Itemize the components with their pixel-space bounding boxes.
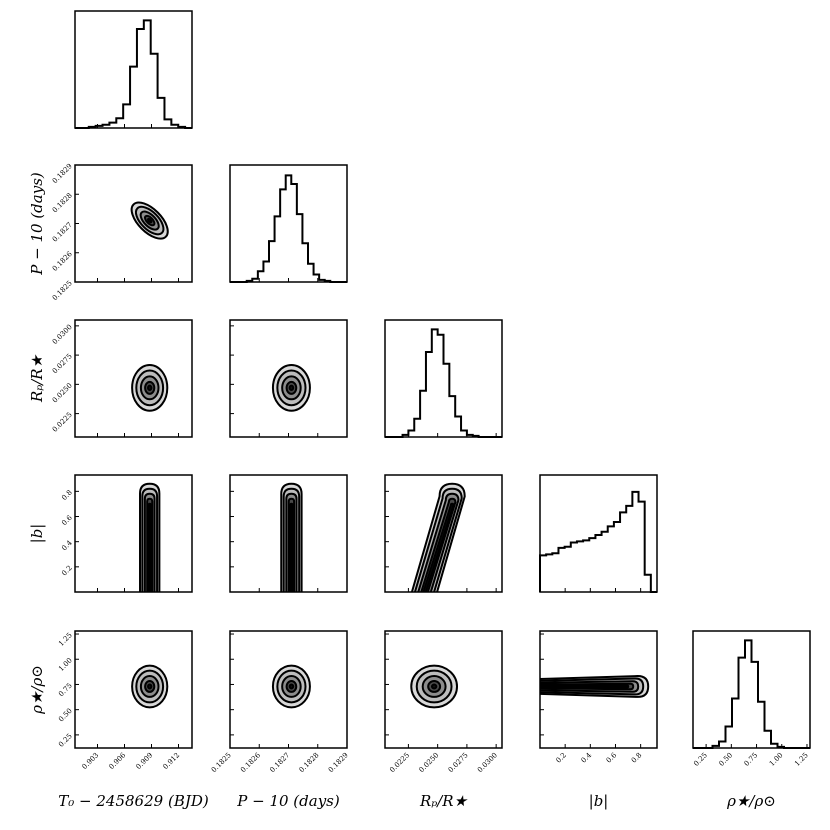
panel-frame — [74, 630, 193, 749]
x-tick-label: 0.1829 — [327, 751, 350, 774]
x-tick-label: 0.2 — [554, 751, 568, 765]
hist-panel-p — [229, 164, 348, 283]
contour-panel-rp-b — [384, 474, 503, 593]
panel-frame — [692, 630, 811, 749]
contour-level — [540, 684, 630, 689]
histogram-b — [539, 490, 657, 593]
y-tick-label: 0.1829 — [51, 162, 74, 185]
contour-level — [289, 502, 294, 592]
y-tick-label: 0.75 — [57, 682, 74, 699]
y-tick-label: 0.0225 — [51, 411, 74, 434]
y-tick-label: 0.1828 — [51, 191, 74, 214]
x-tick-label: 0.0225 — [388, 751, 411, 774]
contour-level — [147, 683, 153, 690]
histogram-p — [230, 174, 347, 283]
contour-panel-p-rp — [229, 319, 348, 438]
y-axis-label-b: |b| — [28, 524, 46, 544]
x-tick-label: 0.0300 — [476, 751, 499, 774]
x-axis-label-t0: T₀ − 2458629 (BJD) — [58, 792, 209, 810]
hist-panel-rp — [384, 319, 503, 438]
hist-panel-rho — [692, 630, 811, 749]
contour-level — [430, 683, 438, 690]
y-tick-label: 0.2 — [60, 564, 74, 578]
panel-frame — [539, 630, 658, 749]
y-tick-label: 1.00 — [57, 656, 74, 673]
x-tick-label: 0.1826 — [239, 751, 262, 774]
contour-level — [288, 683, 295, 690]
contour-level — [288, 384, 295, 392]
y-tick-label: 0.1827 — [51, 221, 74, 244]
panel-frame — [74, 474, 193, 593]
y-axis-label-rho: ρ★/ρ⊙ — [28, 665, 46, 715]
x-tick-label: 0.912 — [161, 751, 181, 771]
y-tick-label: 0.8 — [60, 489, 74, 503]
x-tick-label: 0.6 — [605, 751, 619, 765]
y-tick-label: 0.0275 — [51, 352, 74, 375]
x-tick-label: 0.1828 — [298, 751, 321, 774]
y-tick-label: 0.4 — [60, 538, 74, 552]
x-tick-label: 0.50 — [717, 751, 734, 768]
panel-frame — [384, 319, 503, 438]
contour-level — [147, 502, 152, 592]
contour-panel-p-b — [229, 474, 348, 593]
y-axis-label-rp: Rₚ/R★ — [28, 353, 46, 403]
histogram-rho — [693, 639, 810, 749]
x-axis-label-b: |b| — [589, 792, 609, 810]
x-tick-label: 0.75 — [743, 751, 760, 768]
x-tick-label: 0.0275 — [447, 751, 470, 774]
x-tick-label: 0.8 — [630, 751, 644, 765]
x-tick-label: 0.906 — [107, 751, 127, 771]
contour-panel-rp-rho — [384, 630, 503, 749]
x-tick-label: 0.909 — [134, 751, 154, 771]
panel-frame — [74, 10, 193, 129]
contour-panel-b-rho — [539, 630, 658, 749]
contour-panel-t0-rho — [74, 630, 193, 749]
x-tick-label: 1.00 — [768, 751, 785, 768]
contour-panel-t0-rp — [74, 319, 193, 438]
y-tick-label: 0.1825 — [51, 279, 74, 302]
contour-level — [146, 217, 153, 224]
x-tick-label: 1.25 — [793, 751, 810, 768]
panel-frame — [539, 474, 658, 593]
contour-panel-t0-b — [74, 474, 193, 593]
y-tick-label: 0.1826 — [51, 250, 74, 273]
y-tick-label: 0.50 — [57, 707, 74, 724]
panel-frame — [74, 319, 193, 438]
histogram-t0 — [75, 19, 192, 129]
y-axis-label-p: P − 10 (days) — [28, 172, 46, 276]
y-tick-label: 0.25 — [57, 732, 74, 749]
x-tick-label: 0.903 — [80, 751, 100, 771]
panel-frame — [74, 164, 193, 283]
panel-frame — [229, 164, 348, 283]
contour-level — [147, 384, 153, 392]
hist-panel-t0 — [74, 10, 193, 129]
panel-frame — [384, 474, 503, 593]
x-tick-label: 0.25 — [692, 751, 709, 768]
panel-frame — [384, 630, 503, 749]
contour-panel-t0-p — [74, 164, 193, 283]
y-tick-label: 1.25 — [57, 631, 74, 648]
x-axis-label-rho: ρ★/ρ⊙ — [726, 792, 776, 810]
y-tick-label: 0.0300 — [51, 323, 74, 346]
x-tick-label: 0.0250 — [417, 751, 440, 774]
y-tick-label: 0.0250 — [51, 382, 74, 405]
histogram-rp — [385, 328, 502, 438]
x-axis-label-p: P − 10 (days) — [236, 792, 340, 810]
contour-panel-p-rho — [229, 630, 348, 749]
x-tick-label: 0.4 — [580, 751, 594, 765]
x-tick-label: 0.1825 — [210, 751, 233, 774]
x-axis-label-rp: Rₚ/R★ — [419, 792, 469, 810]
x-tick-label: 0.1827 — [268, 751, 291, 774]
y-tick-label: 0.6 — [60, 513, 74, 527]
hist-panel-b — [539, 474, 658, 593]
contour-level — [422, 502, 455, 592]
